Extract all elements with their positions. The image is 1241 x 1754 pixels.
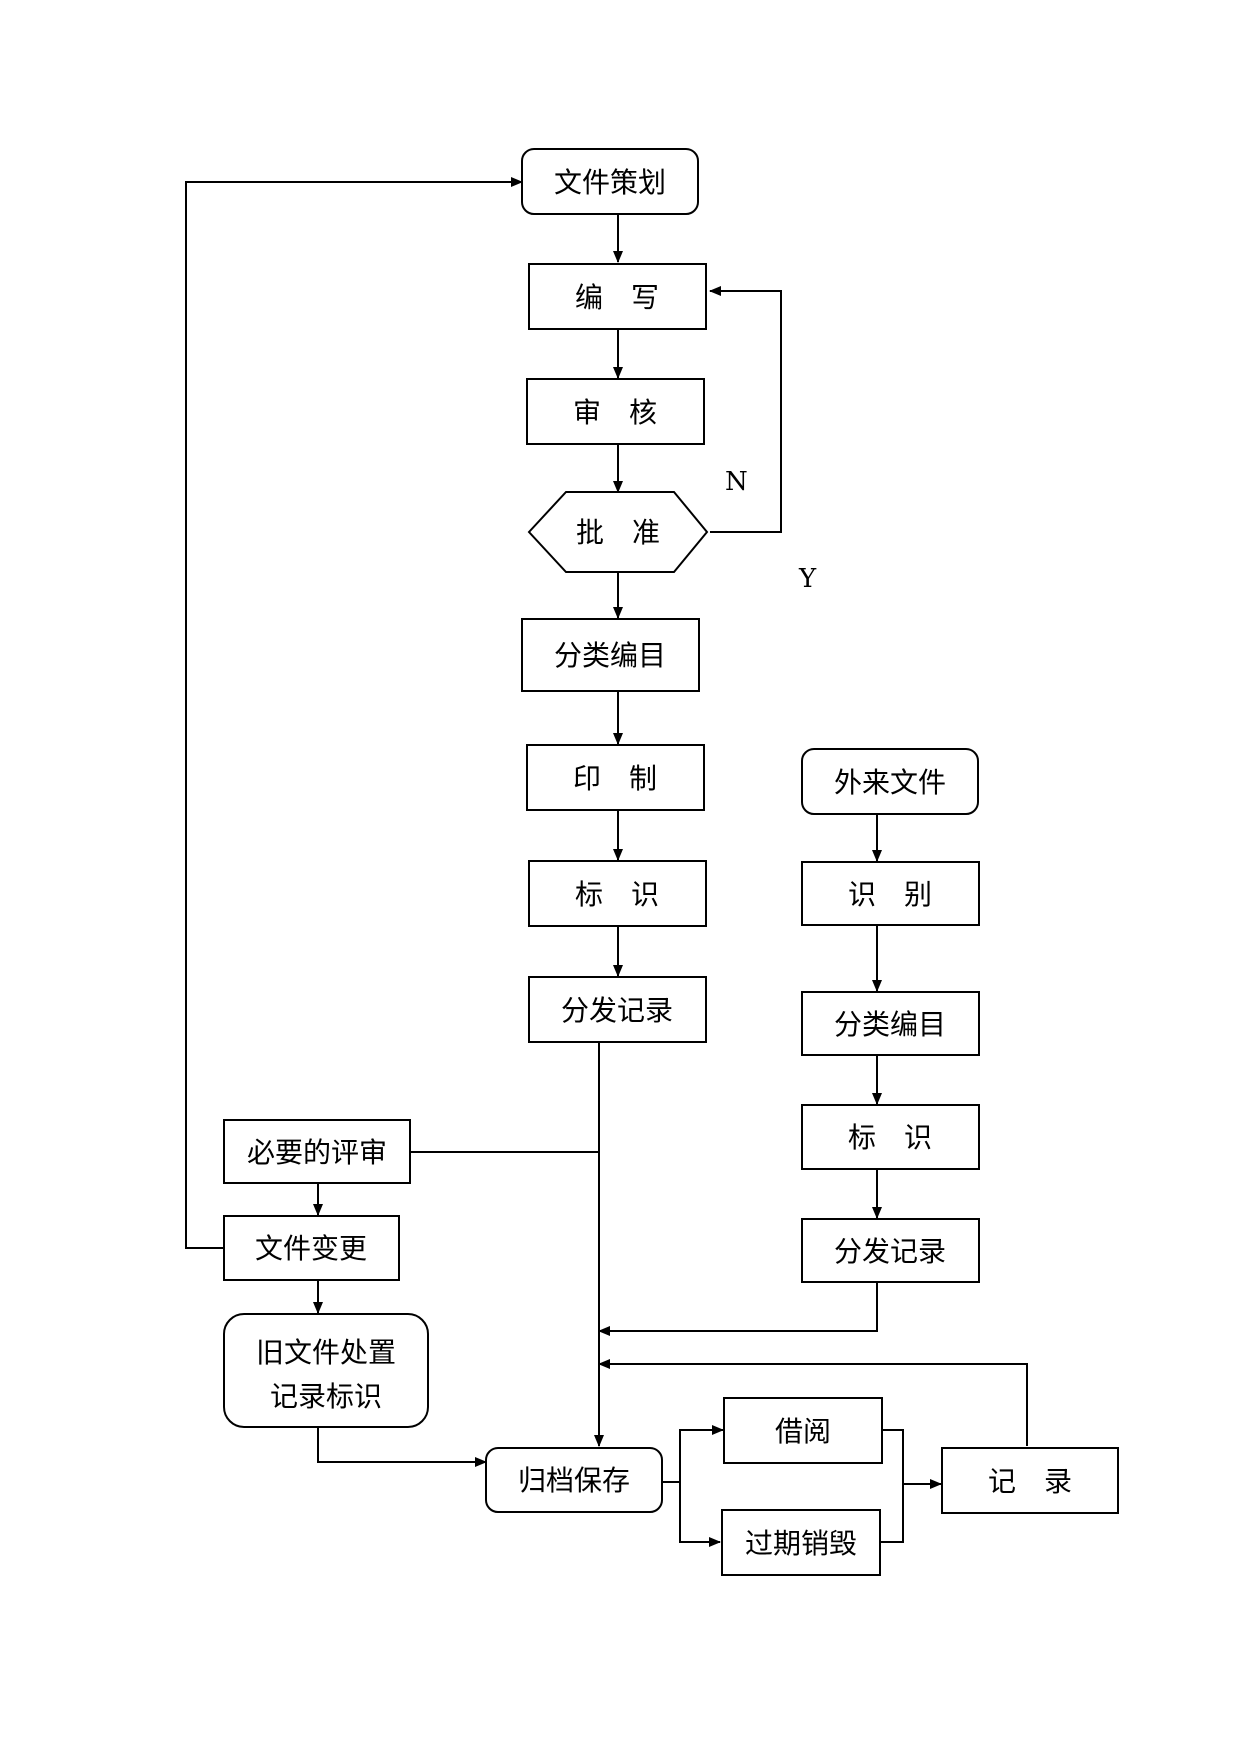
node-distribute-label: 分发记录 bbox=[561, 994, 673, 1027]
node-ext-classify-label: 分类编目 bbox=[834, 1008, 946, 1041]
node-destroy-label: 过期销毁 bbox=[745, 1527, 857, 1560]
node-record-label: 记 录 bbox=[988, 1465, 1072, 1498]
node-borrow: 借阅 bbox=[723, 1397, 883, 1464]
node-print: 印 制 bbox=[526, 744, 705, 811]
edge-borrow-record bbox=[881, 1429, 904, 1543]
edge-change-planning bbox=[185, 177, 523, 1249]
node-necessary-review-label: 必要的评审 bbox=[247, 1136, 387, 1169]
edge-record-main bbox=[598, 1359, 1028, 1446]
node-external-label: 外来文件 bbox=[834, 766, 946, 799]
node-planning: 文件策划 bbox=[521, 148, 699, 215]
node-print-label: 印 制 bbox=[573, 762, 657, 795]
node-ext-distribute-label: 分发记录 bbox=[834, 1235, 946, 1268]
node-review-label: 审 核 bbox=[573, 396, 657, 429]
node-mark-label: 标 识 bbox=[575, 878, 659, 911]
node-distribute: 分发记录 bbox=[528, 976, 707, 1043]
node-necessary-review: 必要的评审 bbox=[223, 1119, 411, 1184]
node-ext-distribute: 分发记录 bbox=[801, 1218, 980, 1283]
node-archive: 归档保存 bbox=[485, 1447, 663, 1513]
node-external: 外来文件 bbox=[801, 748, 979, 815]
node-approve: 批 准 bbox=[527, 491, 709, 573]
node-identify-label: 识 别 bbox=[848, 878, 932, 911]
node-change-label: 文件变更 bbox=[255, 1232, 367, 1265]
edge-approve-no-loop bbox=[709, 286, 782, 533]
edges bbox=[185, 177, 1028, 1547]
edge-ext-distribute-main bbox=[598, 1283, 878, 1336]
node-change: 文件变更 bbox=[223, 1215, 400, 1281]
node-writing: 编 写 bbox=[528, 263, 707, 330]
node-review: 审 核 bbox=[526, 378, 705, 445]
node-writing-label: 编 写 bbox=[575, 281, 659, 314]
node-identify: 识 别 bbox=[801, 861, 980, 926]
node-destroy: 过期销毁 bbox=[721, 1509, 881, 1576]
node-old-doc-label-line1: 旧文件处置 bbox=[256, 1336, 396, 1369]
node-planning-label: 文件策划 bbox=[554, 166, 666, 199]
edge-old-doc-archive bbox=[317, 1428, 487, 1467]
node-old-doc-label-line2: 记录标识 bbox=[270, 1380, 382, 1413]
node-approve-label: 批 准 bbox=[576, 516, 660, 549]
edge-fork-destroy bbox=[679, 1482, 721, 1547]
branch-label-yes: Y bbox=[798, 564, 817, 594]
branch-label-no: N bbox=[725, 467, 748, 497]
node-record: 记 录 bbox=[941, 1447, 1119, 1514]
node-old-doc: 旧文件处置 记录标识 bbox=[223, 1313, 429, 1428]
node-ext-classify: 分类编目 bbox=[801, 991, 980, 1056]
node-ext-mark-label: 标 识 bbox=[848, 1121, 932, 1154]
node-borrow-label: 借阅 bbox=[775, 1415, 831, 1448]
edge-fork-borrow bbox=[679, 1425, 724, 1482]
node-classify-label: 分类编目 bbox=[554, 639, 666, 672]
node-archive-label: 归档保存 bbox=[518, 1464, 630, 1497]
node-mark: 标 识 bbox=[528, 860, 707, 927]
node-ext-mark: 标 识 bbox=[801, 1104, 980, 1170]
node-classify: 分类编目 bbox=[521, 618, 700, 692]
